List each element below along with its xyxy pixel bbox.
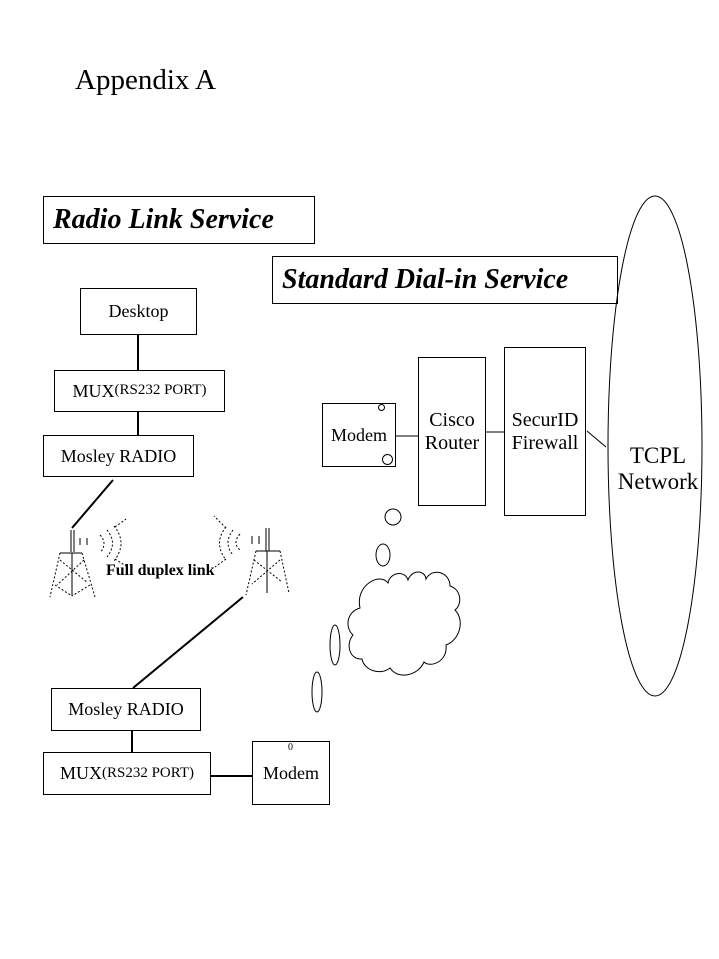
firewall-label-line2: Firewall <box>511 431 579 454</box>
thought-bubble-3 <box>329 624 341 666</box>
radio-link-service-label: Radio Link Service <box>53 204 274 235</box>
firewall-label-line1: SecurID <box>511 408 579 431</box>
mux-top-label: MUX <box>72 380 115 401</box>
radio-tower-left-icon <box>49 530 96 598</box>
mux-bottom-port-label: (RS232 PORT) <box>101 764 195 781</box>
mux-top-port-label: (RS232 PORT) <box>114 382 207 399</box>
modem-bottom-label: Modem <box>263 762 319 783</box>
radio-waves-right-icon <box>213 515 241 568</box>
desktop-label: Desktop <box>108 301 169 322</box>
tcpl-network-label: TCPL Network <box>606 443 710 496</box>
modem-led-large-icon <box>382 454 393 465</box>
cisco-router-label-line1: Cisco <box>429 408 475 431</box>
full-duplex-link-label: Full duplex link <box>106 562 215 579</box>
cisco-router-label-line2: Router <box>424 431 480 454</box>
mux-bottom-label: MUX <box>59 763 102 784</box>
cisco-router-node: Cisco Router <box>418 357 486 506</box>
page-title: Appendix A <box>75 64 216 96</box>
thought-bubble-4 <box>311 671 323 713</box>
connector-tower-right-radio <box>132 596 244 689</box>
mosley-radio-top-node: Mosley RADIO <box>43 435 194 477</box>
mux-bottom-node: MUX (RS232 PORT) <box>43 752 211 795</box>
modem-dialin-node: Modem <box>322 403 396 467</box>
tcpl-network-ellipse <box>607 195 703 697</box>
connector-radio-tower-left <box>71 479 114 529</box>
tcpl-network-label-line1: TCPL <box>629 443 687 468</box>
securid-firewall-node: SecurID Firewall <box>504 347 586 516</box>
radio-tower-right-icon <box>245 528 290 596</box>
mosley-radio-bottom-label: Mosley RADIO <box>68 699 184 720</box>
mosley-radio-top-label: Mosley RADIO <box>60 445 177 466</box>
tcpl-network-label-line2: Network <box>617 469 699 495</box>
connector-firewall-network <box>586 430 607 448</box>
radio-waves-left-icon <box>99 518 127 567</box>
mosley-radio-bottom-node: Mosley RADIO <box>51 688 201 731</box>
modem-bottom-node: Modem 0 <box>252 741 330 805</box>
cloud-icon <box>347 571 461 676</box>
modem-led-small-icon <box>378 404 385 411</box>
dial-in-service-label: Standard Dial-in Service <box>282 264 569 295</box>
modem-dialin-label: Modem <box>331 424 387 445</box>
dial-in-service-header: Standard Dial-in Service <box>272 256 618 304</box>
thought-bubble-1 <box>384 508 402 526</box>
modem-bottom-led-icon: 0 <box>288 742 293 753</box>
mux-top-node: MUX (RS232 PORT) <box>54 370 225 412</box>
desktop-node: Desktop <box>80 288 197 335</box>
thought-bubble-2 <box>375 543 391 567</box>
radio-link-service-header: Radio Link Service <box>43 196 315 244</box>
